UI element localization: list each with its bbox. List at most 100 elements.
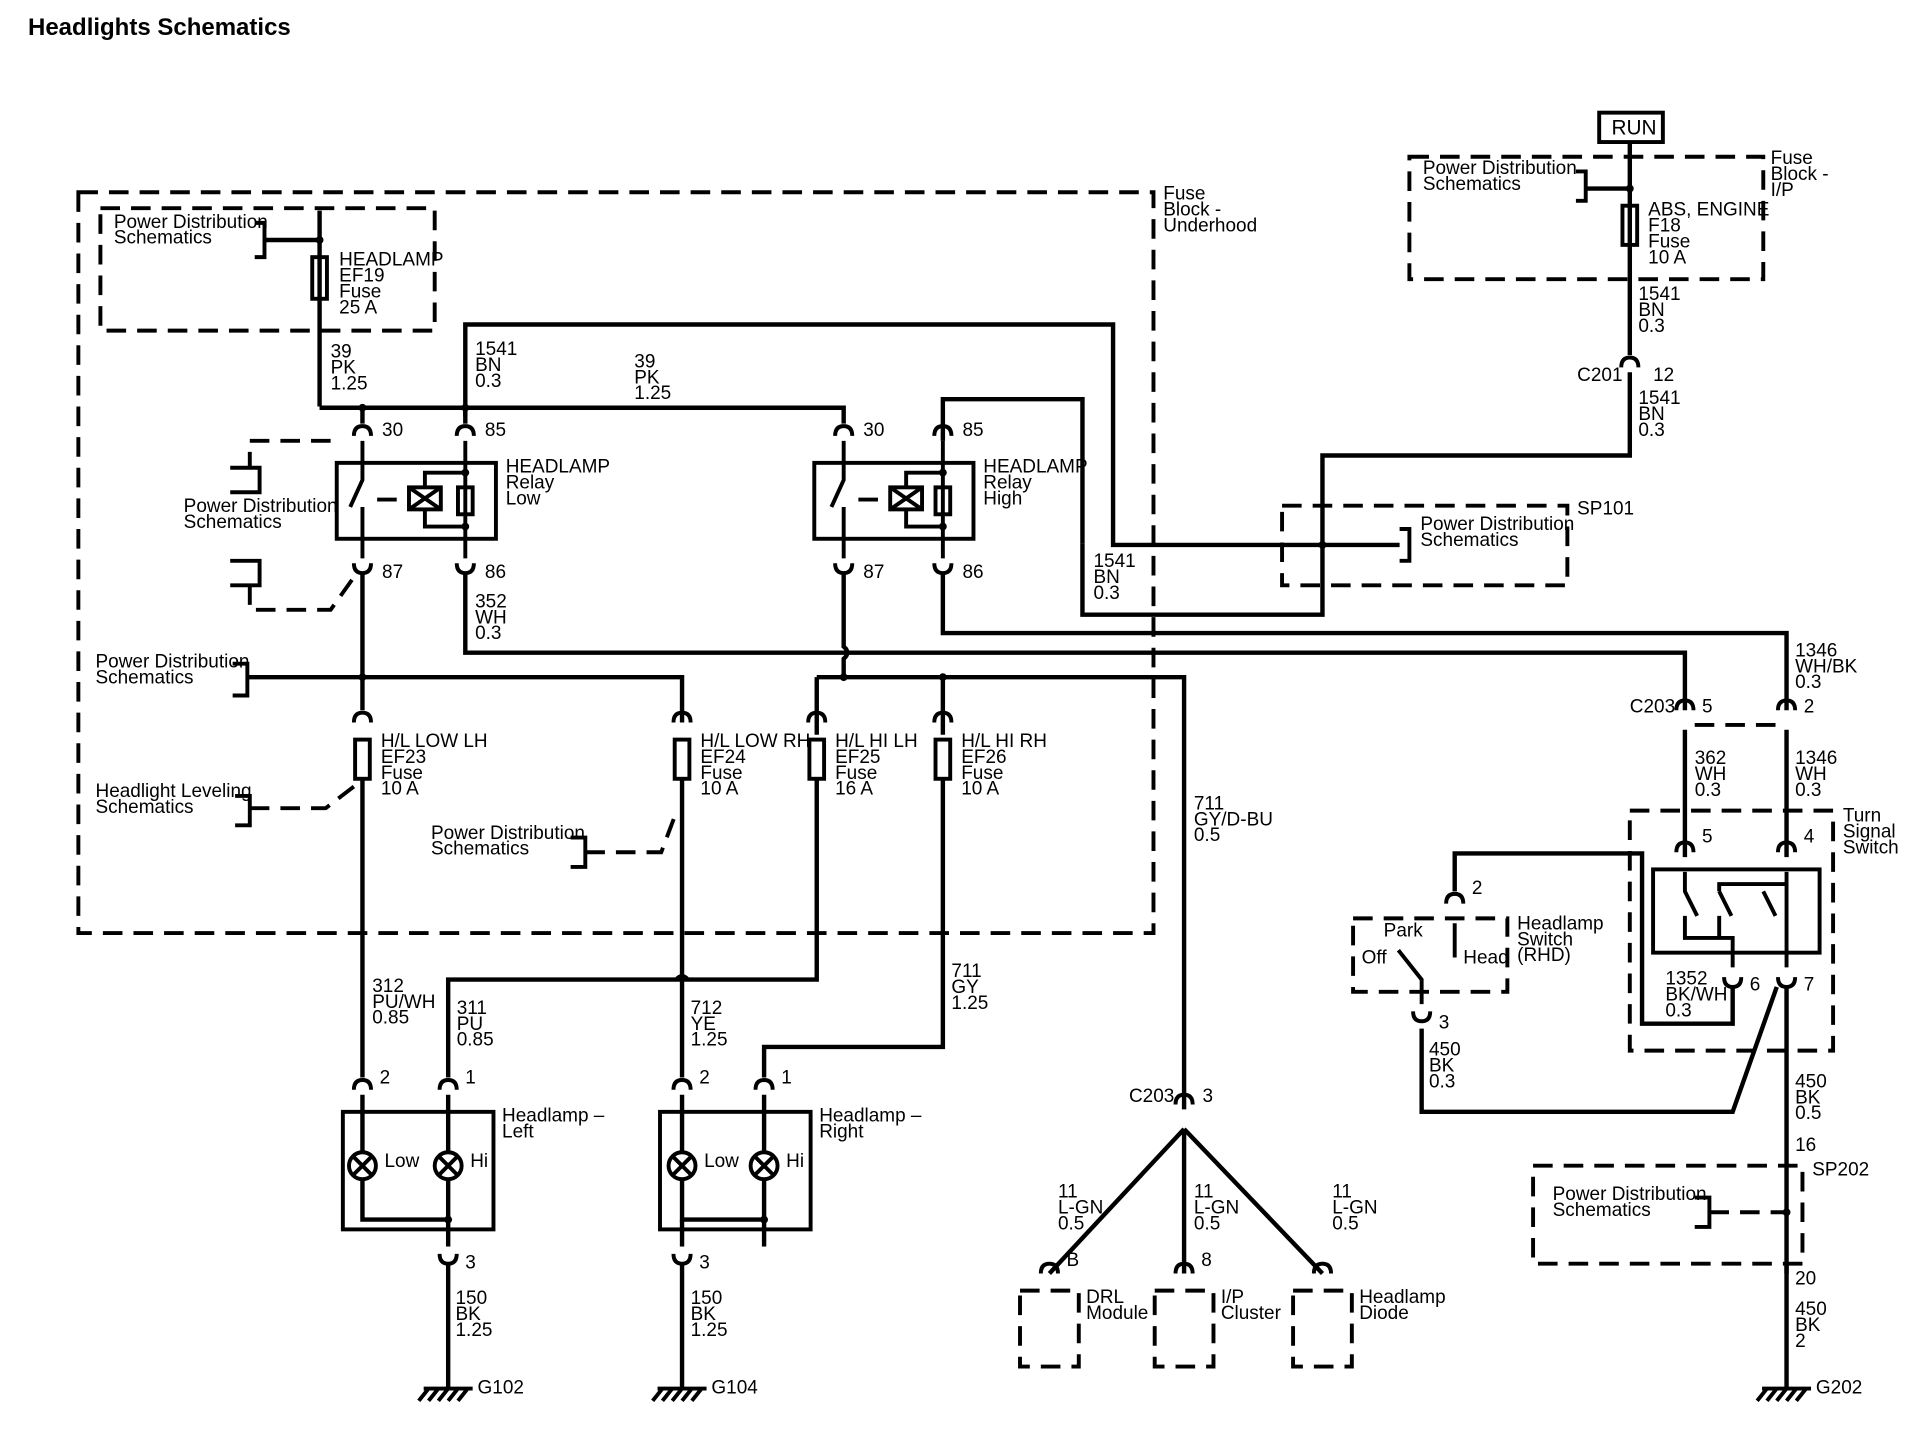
- wire-39pk-label-line: PK: [331, 357, 357, 378]
- wire-1541-label-c-line: 0.3: [475, 371, 501, 392]
- turn-signal-pin7-label: 7: [1804, 975, 1815, 996]
- wire-712-label-line: YE: [691, 1014, 716, 1035]
- power-distribution-label-1-line: Schematics: [114, 228, 212, 249]
- lamp-cross: [436, 1154, 460, 1177]
- relay-low-coil-icon: [407, 485, 443, 512]
- headlamp-left-feed: [360, 1094, 451, 1152]
- headlamp-switch-head-label: Head: [1463, 948, 1508, 969]
- connector-c201-label: C201: [1577, 365, 1622, 386]
- pd-bracket-2: [1575, 169, 1588, 203]
- fuse-ef23-label-line: Fuse: [381, 763, 423, 784]
- junction-dot: [938, 673, 947, 682]
- wire-150-label-b-line: 150: [691, 1288, 723, 1309]
- fuse-ef24-connector-icon: [671, 710, 693, 723]
- power-distribution-label-5-line: Schematics: [96, 667, 194, 688]
- pin-5-c203-label: 5: [1702, 697, 1713, 718]
- wire-312-label-line: 312: [372, 976, 404, 997]
- fuse-ef23-connector-icon: [351, 710, 373, 723]
- fuse-ef26-icon: [933, 737, 953, 781]
- wire-86-high: [940, 573, 1789, 711]
- relay-high-pin87-label: 87: [863, 562, 884, 583]
- pin-12-label: 12: [1653, 365, 1674, 386]
- headlamp-diode-boundary: [1291, 1288, 1354, 1369]
- relay-low-pin86-icon: [454, 563, 476, 576]
- sp202-label: SP202: [1812, 1160, 1869, 1181]
- wire-312-label-line: PU/WH: [372, 992, 435, 1013]
- connector-c203-2-icon: [1776, 698, 1798, 711]
- relay-low-pin87-label: 87: [382, 562, 403, 583]
- wire-150-label-a-line: BK: [456, 1304, 482, 1325]
- wire-39pk-to-relay-low: [319, 405, 365, 424]
- fuse-ef23-icon: [353, 737, 372, 781]
- leveling-dashed: [249, 782, 359, 811]
- fuse-ef24-icon: [672, 737, 692, 781]
- fuse-ef19-icon: [310, 255, 329, 301]
- wire-450-label-b-line: BK: [1795, 1087, 1821, 1108]
- headlamp-switch-pin3-label: 3: [1439, 1013, 1450, 1034]
- ground-hatch: [670, 1387, 684, 1403]
- relay-high-body: [812, 460, 976, 541]
- wire-711-gy-label-line: 1.25: [951, 993, 988, 1014]
- relay-low-pin85-icon: [454, 424, 476, 437]
- ground-hatch: [690, 1387, 704, 1403]
- wire-1346-label-a-line: 1346: [1795, 640, 1837, 661]
- wire-pd-bus: [247, 674, 685, 723]
- power-distribution-label-2-line: Schematics: [1423, 174, 1521, 195]
- wire-362-label-line: 0.3: [1695, 780, 1721, 801]
- relay-low: [348, 440, 468, 559]
- turn-signal-pin6-label: 6: [1750, 975, 1761, 996]
- ip-cluster-pin-label: 8: [1201, 1250, 1212, 1271]
- turn-signal-pin5-label: 5: [1702, 826, 1713, 847]
- wire-11-label-a-line: 0.5: [1058, 1213, 1084, 1234]
- headlamp-switch-contact-icon: [1396, 923, 1457, 1005]
- sp101-label: SP101: [1577, 498, 1634, 519]
- wire-11-label-c-line: L-GN: [1332, 1197, 1377, 1218]
- ip-cluster-label-line: Cluster: [1221, 1303, 1281, 1324]
- ground-hatch: [446, 1387, 460, 1403]
- wire-1541-label-d-line: 0.3: [1093, 583, 1119, 604]
- relay-low-label-line: Relay: [506, 473, 555, 494]
- relay-high-switch-icon: [829, 440, 846, 559]
- connector-c201-icon: [1619, 355, 1641, 368]
- ground-hatch: [427, 1387, 440, 1403]
- wire-39pk-bus: [319, 405, 846, 424]
- connector-c203-label-a: C203: [1129, 1086, 1174, 1107]
- pd-ef24-dashed: [585, 812, 678, 855]
- relay-high-label-line: HEADLAMP: [983, 457, 1087, 478]
- wire-450-label-a-line: 0.3: [1429, 1071, 1455, 1092]
- wire-312-label-line: 0.85: [372, 1008, 409, 1029]
- fuse-block-underhood-boundary: [76, 190, 1156, 936]
- wire-11-label-a-line: 11: [1058, 1182, 1078, 1203]
- wire-1541-label-d-line: BN: [1093, 567, 1119, 588]
- fuse-ef25-connector-icon: [806, 710, 828, 723]
- relay-high-label-line: Relay: [983, 473, 1032, 494]
- wire-450-label-b-line: 0.5: [1795, 1103, 1821, 1124]
- fuse-ef19-label-line: HEADLAMP: [339, 250, 443, 271]
- wire-1541-label-c-line: BN: [475, 355, 501, 376]
- headlamp-diode-label-line: Diode: [1359, 1303, 1409, 1324]
- headlamp-right-pin3-label: 3: [699, 1253, 710, 1274]
- wire-711-hi-rh: [761, 778, 946, 1078]
- headlamp-right-feed: [679, 1094, 767, 1152]
- wire-352-label-line: 0.3: [475, 623, 501, 644]
- wire-1352-label-line: 1352: [1665, 968, 1707, 989]
- wire-1541-label-a-line: 1541: [1638, 284, 1680, 305]
- junction-dot: [315, 236, 324, 244]
- wire-1541-label-c-line: 1541: [475, 339, 517, 360]
- relay-high-pin85-icon: [932, 424, 954, 437]
- headlamp-switch-pin2-label: 2: [1472, 878, 1483, 899]
- drl-module-label-line: DRL: [1086, 1287, 1124, 1308]
- fuse-ef24-label-line: EF24: [700, 747, 745, 768]
